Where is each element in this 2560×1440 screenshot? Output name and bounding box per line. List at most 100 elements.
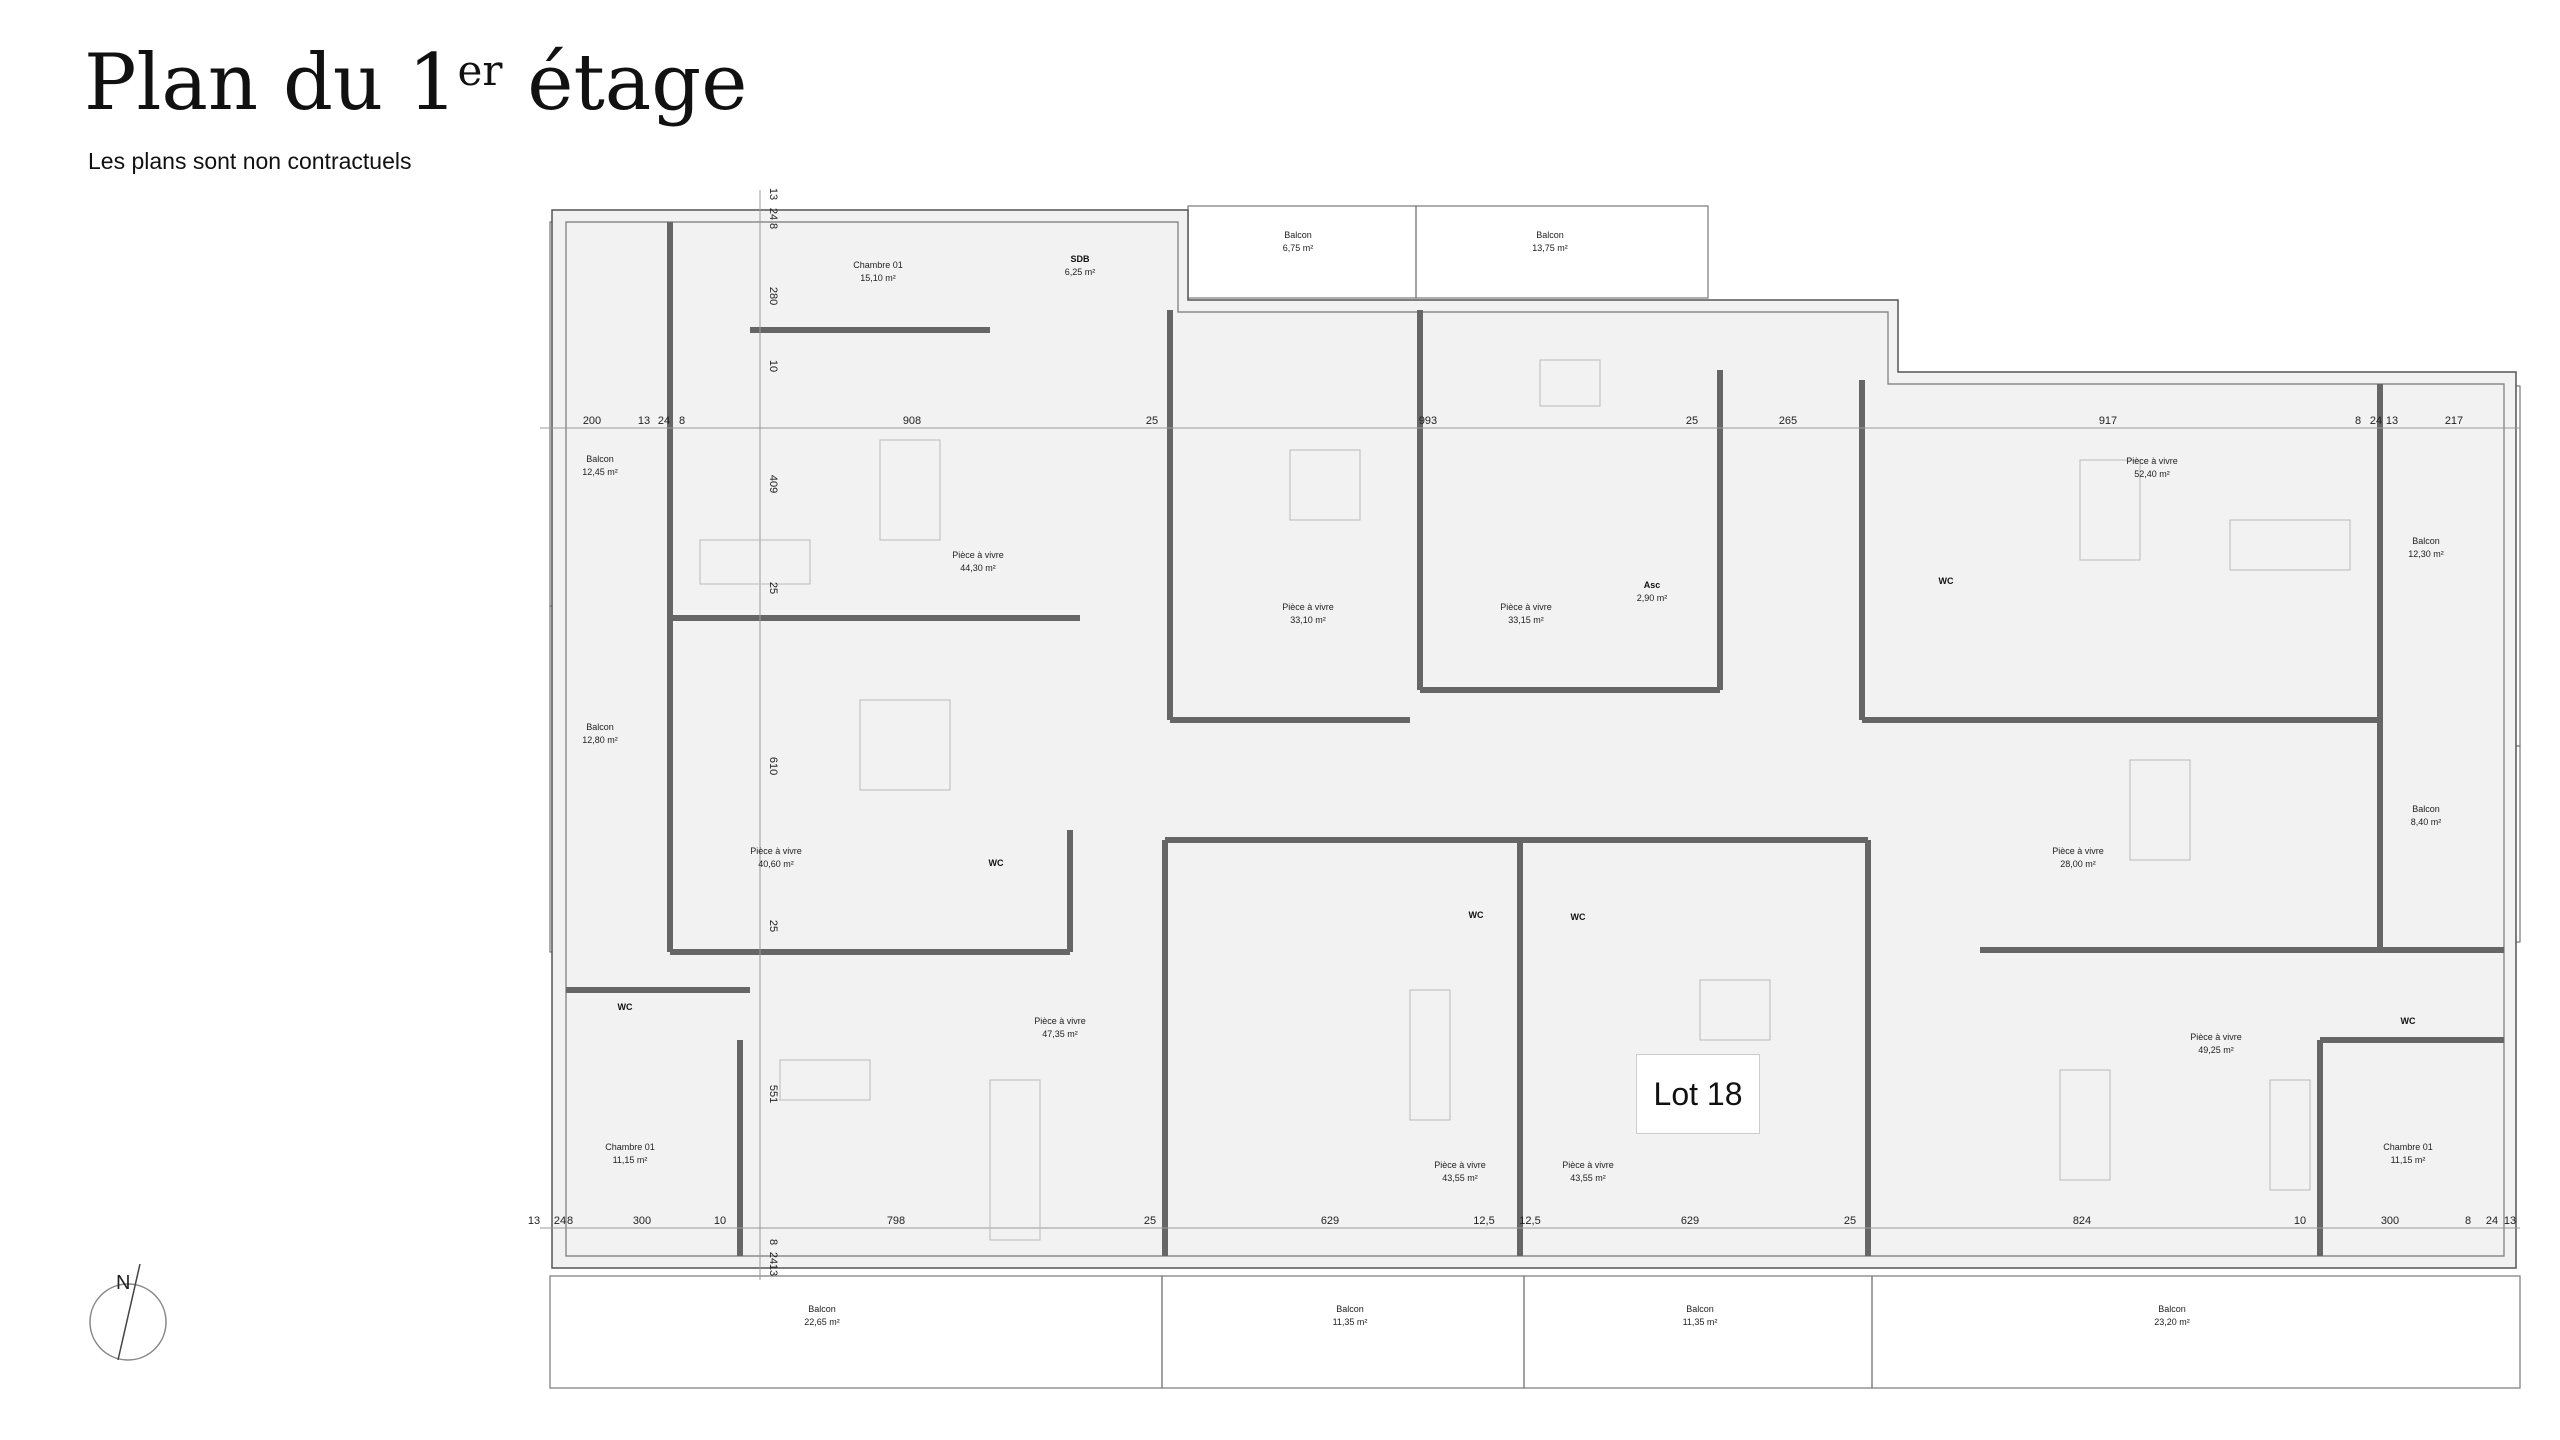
dimension-label: 629 — [1321, 1215, 1339, 1227]
dimension-label: 8 — [567, 1215, 573, 1227]
dimension-label: 917 — [2099, 415, 2117, 427]
room-area: 12,45 m² — [582, 467, 618, 477]
room-name: WC — [1939, 576, 1954, 586]
dimension-label: 24 — [554, 1215, 566, 1227]
dimension-label: 8 — [2355, 415, 2361, 427]
dimension-label: 25 — [1146, 415, 1158, 427]
room-name: Balcon — [586, 454, 614, 464]
room-name: Balcon — [2412, 536, 2440, 546]
room-name: Pièce à vivre — [1434, 1160, 1486, 1170]
dimension-label: 25 — [1686, 415, 1698, 427]
dimension-label: 12,5 — [1519, 1215, 1540, 1227]
dimension-label: 798 — [887, 1215, 905, 1227]
room-name: Balcon — [1284, 230, 1312, 240]
dimension-label: 10 — [714, 1215, 726, 1227]
room-name: Balcon — [2412, 804, 2440, 814]
room-name: Pièce à vivre — [1282, 602, 1334, 612]
dimension-label: 8 — [679, 415, 685, 427]
room-name: Pièce à vivre — [2126, 456, 2178, 466]
dimension-label: 280 — [767, 287, 779, 305]
dimension-label: 8 — [767, 223, 779, 229]
room-name: Pièce à vivre — [2052, 846, 2104, 856]
dimension-label: 200 — [583, 415, 601, 427]
dimension-label: 993 — [1419, 415, 1437, 427]
room-area: 12,30 m² — [2408, 549, 2444, 559]
room-area: 11,35 m² — [1683, 1317, 1718, 1327]
dimension-label: 10 — [767, 360, 779, 372]
room-area: 33,10 m² — [1290, 615, 1326, 625]
room-area: 12,80 m² — [582, 735, 618, 745]
dimension-label: 13 — [638, 415, 650, 427]
lot-label[interactable]: Lot 18 — [1636, 1054, 1760, 1134]
dimension-label: 24 — [2370, 415, 2382, 427]
room-name: WC — [989, 858, 1004, 868]
dimension-label: 300 — [2381, 1215, 2399, 1227]
room-area: 13,75 m² — [1532, 243, 1568, 253]
dimension-label: 24 — [2486, 1215, 2498, 1227]
room-name: Balcon — [1536, 230, 1564, 240]
dimension-label: 824 — [2073, 1215, 2091, 1227]
room-name: Balcon — [1686, 1304, 1714, 1314]
dimension-label: 25 — [767, 582, 779, 594]
dimension-label: 13 — [2386, 415, 2398, 427]
compass-circle — [89, 1283, 167, 1361]
room-area: 11,35 m² — [1333, 1317, 1368, 1327]
room-name: Pièce à vivre — [952, 550, 1004, 560]
room-area: 6,25 m² — [1065, 267, 1096, 277]
room-name: WC — [618, 1002, 633, 1012]
room-name: Pièce à vivre — [1500, 602, 1552, 612]
compass-needle — [117, 1263, 141, 1361]
room-name: Balcon — [1336, 1304, 1364, 1314]
dimension-label: 629 — [1681, 1215, 1699, 1227]
room-area: 11,15 m² — [2391, 1155, 2426, 1165]
dimension-label: 24 — [658, 415, 670, 427]
room-area: 15,10 m² — [860, 273, 896, 283]
dimension-label: 908 — [903, 415, 921, 427]
room-area: 52,40 m² — [2134, 469, 2170, 479]
dimension-label: 265 — [1779, 415, 1797, 427]
room-name: Balcon — [808, 1304, 836, 1314]
room-area: 28,00 m² — [2060, 859, 2096, 869]
page-subtitle: Les plans sont non contractuels — [88, 148, 412, 174]
dimension-label: 24 — [767, 208, 779, 220]
dimension-label: 25 — [1144, 1215, 1156, 1227]
room-area: 11,15 m² — [613, 1155, 648, 1165]
room-name: Chambre 01 — [2383, 1142, 2433, 1152]
dimension-label: 610 — [767, 757, 779, 775]
dimension-label: 25 — [767, 920, 779, 932]
dimension-label: 24 — [767, 1252, 779, 1264]
dimension-label: 13 — [2504, 1215, 2516, 1227]
dimension-label: 217 — [2445, 415, 2463, 427]
room-name: Chambre 01 — [605, 1142, 655, 1152]
dimension-label: 13 — [767, 1264, 779, 1276]
page-title: Plan du 1er étage — [84, 38, 748, 128]
room-name: Pièce à vivre — [1034, 1016, 1086, 1026]
room-name: Pièce à vivre — [750, 846, 802, 856]
room-name: Balcon — [586, 722, 614, 732]
dimension-label: 13 — [528, 1215, 540, 1227]
room-name: Chambre 01 — [853, 260, 903, 270]
room-area: 43,55 m² — [1570, 1173, 1606, 1183]
room-name: WC — [1571, 912, 1586, 922]
dimension-label: 8 — [767, 1239, 779, 1245]
room-area: 49,25 m² — [2198, 1045, 2234, 1055]
dimension-label: 551 — [767, 1085, 779, 1103]
room-area: 8,40 m² — [2411, 817, 2442, 827]
room-name: Pièce à vivre — [1562, 1160, 1614, 1170]
room-area: 2,90 m² — [1637, 593, 1668, 603]
room-area: 40,60 m² — [758, 859, 794, 869]
room-area: 47,35 m² — [1042, 1029, 1078, 1039]
room-name: Pièce à vivre — [2190, 1032, 2242, 1042]
room-name: SDB — [1070, 254, 1090, 264]
dimension-label: 300 — [633, 1215, 651, 1227]
room-area: 43,55 m² — [1442, 1173, 1478, 1183]
dimension-label: 13 — [767, 188, 779, 200]
dimension-label: 409 — [767, 475, 779, 493]
room-area: 33,15 m² — [1508, 615, 1544, 625]
room-area: 6,75 m² — [1283, 243, 1314, 253]
room-area: 22,65 m² — [804, 1317, 840, 1327]
room-area: 44,30 m² — [960, 563, 996, 573]
dimension-label: 12,5 — [1473, 1215, 1494, 1227]
room-name: WC — [1469, 910, 1484, 920]
